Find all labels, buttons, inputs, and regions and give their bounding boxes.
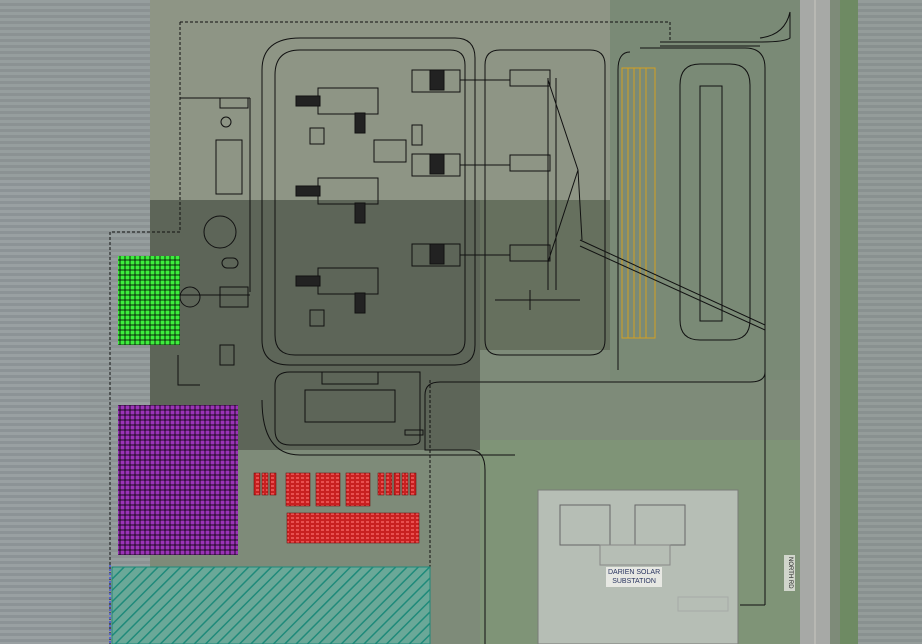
substation-label: DARIEN SOLAR SUBSTATION	[606, 567, 663, 587]
generator-unit-2	[295, 153, 461, 224]
generator-units	[177, 69, 461, 436]
generator-unit-1	[295, 69, 461, 134]
purple-area	[118, 405, 238, 555]
road-label: NORTH RD	[784, 555, 795, 591]
orange-storage-strips	[621, 67, 656, 339]
green-area	[118, 256, 180, 345]
substation-label-line1: DARIEN SOLAR	[608, 569, 661, 576]
north-road	[800, 0, 830, 644]
access-roads	[180, 11, 791, 644]
substation-label-line2: SUBSTATION	[612, 578, 656, 585]
teal-hatched-area	[111, 566, 431, 644]
red-blocks	[253, 472, 420, 544]
switchyard	[460, 69, 766, 612]
